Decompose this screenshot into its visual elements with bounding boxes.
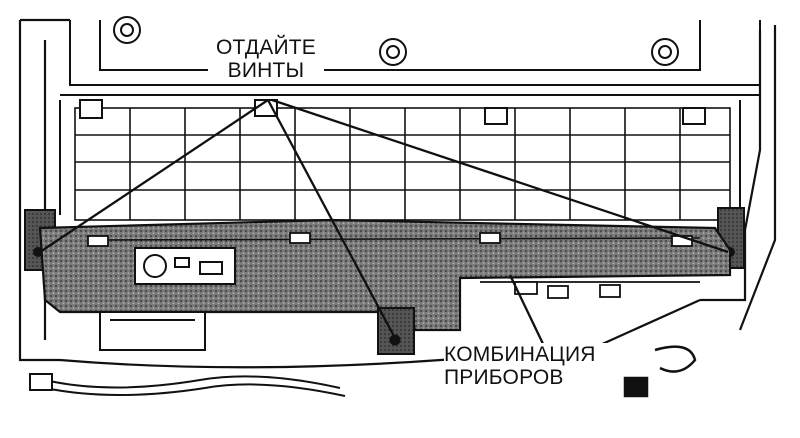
corner-marks — [623, 345, 697, 398]
callout-instrument-cluster: КОМБИНАЦИЯ ПРИБОРОВ — [444, 343, 622, 389]
bolt-boss-left — [113, 16, 141, 44]
callout-instrument-cluster-line1: КОМБИНАЦИЯ — [444, 343, 596, 366]
wiring-harness — [29, 373, 346, 397]
bolt-boss-center — [379, 38, 407, 66]
leader-lines-screws — [39, 98, 729, 339]
callout-remove-screws: ОТДАЙТЕ ВИНТЫ — [208, 36, 324, 82]
upper-cover-panel — [59, 20, 761, 215]
electrical-box — [99, 311, 206, 351]
leader-line-cluster — [508, 274, 547, 349]
housing-clips — [87, 232, 693, 247]
top-clips — [79, 99, 706, 125]
callout-remove-screws-line2: ВИНТЫ — [227, 59, 305, 82]
vent-grid — [74, 107, 731, 221]
callout-remove-screws-line1: ОТДАЙТЕ — [215, 36, 317, 59]
lower-lip — [480, 281, 700, 299]
connector-module — [134, 247, 236, 285]
bolt-boss-right — [651, 38, 679, 66]
screw-lower — [389, 334, 401, 346]
callout-instrument-cluster-line2: ПРИБОРОВ — [444, 366, 564, 389]
